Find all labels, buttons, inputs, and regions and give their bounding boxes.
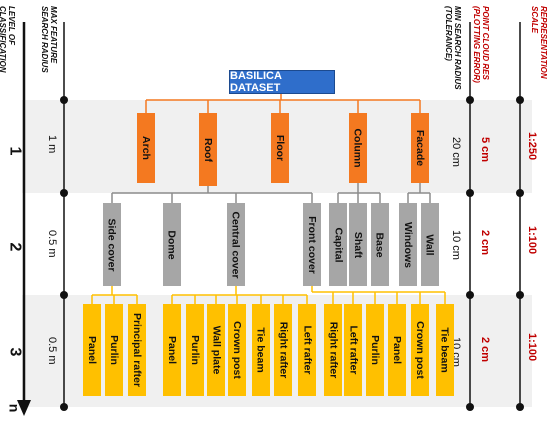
- node-crown-post: Crown post: [411, 304, 429, 396]
- min-radius-1: 20 cm: [450, 137, 462, 167]
- node-left-rafter: Left rafter: [298, 304, 316, 396]
- node-central-cover: Central cover: [227, 203, 245, 286]
- node-panel: Panel: [83, 304, 101, 396]
- min-radius-2: 10 cm: [450, 230, 462, 260]
- node-panel: Panel: [388, 304, 406, 396]
- node-crown-post: Crown post: [228, 304, 246, 396]
- node-arch: Arch: [137, 113, 155, 183]
- point-cloud-1: 5 cm: [479, 137, 491, 163]
- root-node-basilica-dataset: BASILICA DATASET: [229, 70, 335, 94]
- node-wall: Wall: [421, 203, 439, 286]
- max-radius-1: 1 m: [46, 135, 58, 154]
- header-point-cloud: POINT CLOUD RES (PLOTTING ERROR): [472, 6, 490, 83]
- level-number-n: n: [6, 403, 23, 413]
- level-number-3: 3: [6, 347, 24, 357]
- max-radius-3: 0.5 m: [46, 337, 58, 365]
- node-purlin: Purlin: [366, 304, 384, 396]
- node-capital: Capital: [329, 203, 347, 286]
- node-front-cover: Front cover: [303, 203, 321, 286]
- node-tie-beam: Tie beam: [436, 304, 454, 396]
- scale-2: 1:100: [526, 226, 538, 255]
- node-roof: Roof: [199, 113, 217, 186]
- node-base: Base: [371, 203, 389, 286]
- level-number-2: 2: [6, 242, 24, 252]
- node-facade: Facade: [411, 113, 429, 183]
- node-shaft: Shaft: [349, 203, 367, 286]
- node-wall-plate: Wall plate: [207, 304, 225, 396]
- node-column: Column: [349, 113, 367, 183]
- node-right-rafter: Right rafter: [274, 304, 292, 396]
- header-max-radius: MAX FEATURE SEARCH RADIUS: [40, 6, 58, 73]
- node-purlin: Purlin: [186, 304, 204, 396]
- node-side-cover: Side cover: [103, 203, 121, 286]
- level-number-1: 1: [6, 146, 24, 156]
- node-right-rafter: Right rafter: [324, 304, 342, 396]
- node-principal-rafter: Principal rafter: [128, 304, 146, 396]
- node-windows: Windows: [399, 203, 417, 286]
- point-cloud-3: 2 cm: [479, 337, 491, 363]
- node-dome: Dome: [163, 203, 181, 286]
- point-cloud-2: 2 cm: [479, 230, 491, 256]
- header-min-radius: MIN SEARCH RADIUS (TOLERANCE): [444, 6, 462, 90]
- scale-1: 1:250: [526, 132, 538, 161]
- node-panel: Panel: [163, 304, 181, 396]
- level-arrow-head: [17, 400, 31, 416]
- scale-3: 1:100: [526, 333, 538, 362]
- max-radius-2: 0.5 m: [46, 230, 58, 258]
- header-scale: REPRESENTATION SCALE: [530, 6, 548, 79]
- node-floor: Floor: [271, 113, 289, 183]
- header-level: LEVEL OF CLASSIFICATION: [0, 6, 16, 73]
- node-purlin: Purlin: [105, 304, 123, 396]
- node-left-rafter: Left rafter: [344, 304, 362, 396]
- node-tie-beam: Tie beam: [252, 304, 270, 396]
